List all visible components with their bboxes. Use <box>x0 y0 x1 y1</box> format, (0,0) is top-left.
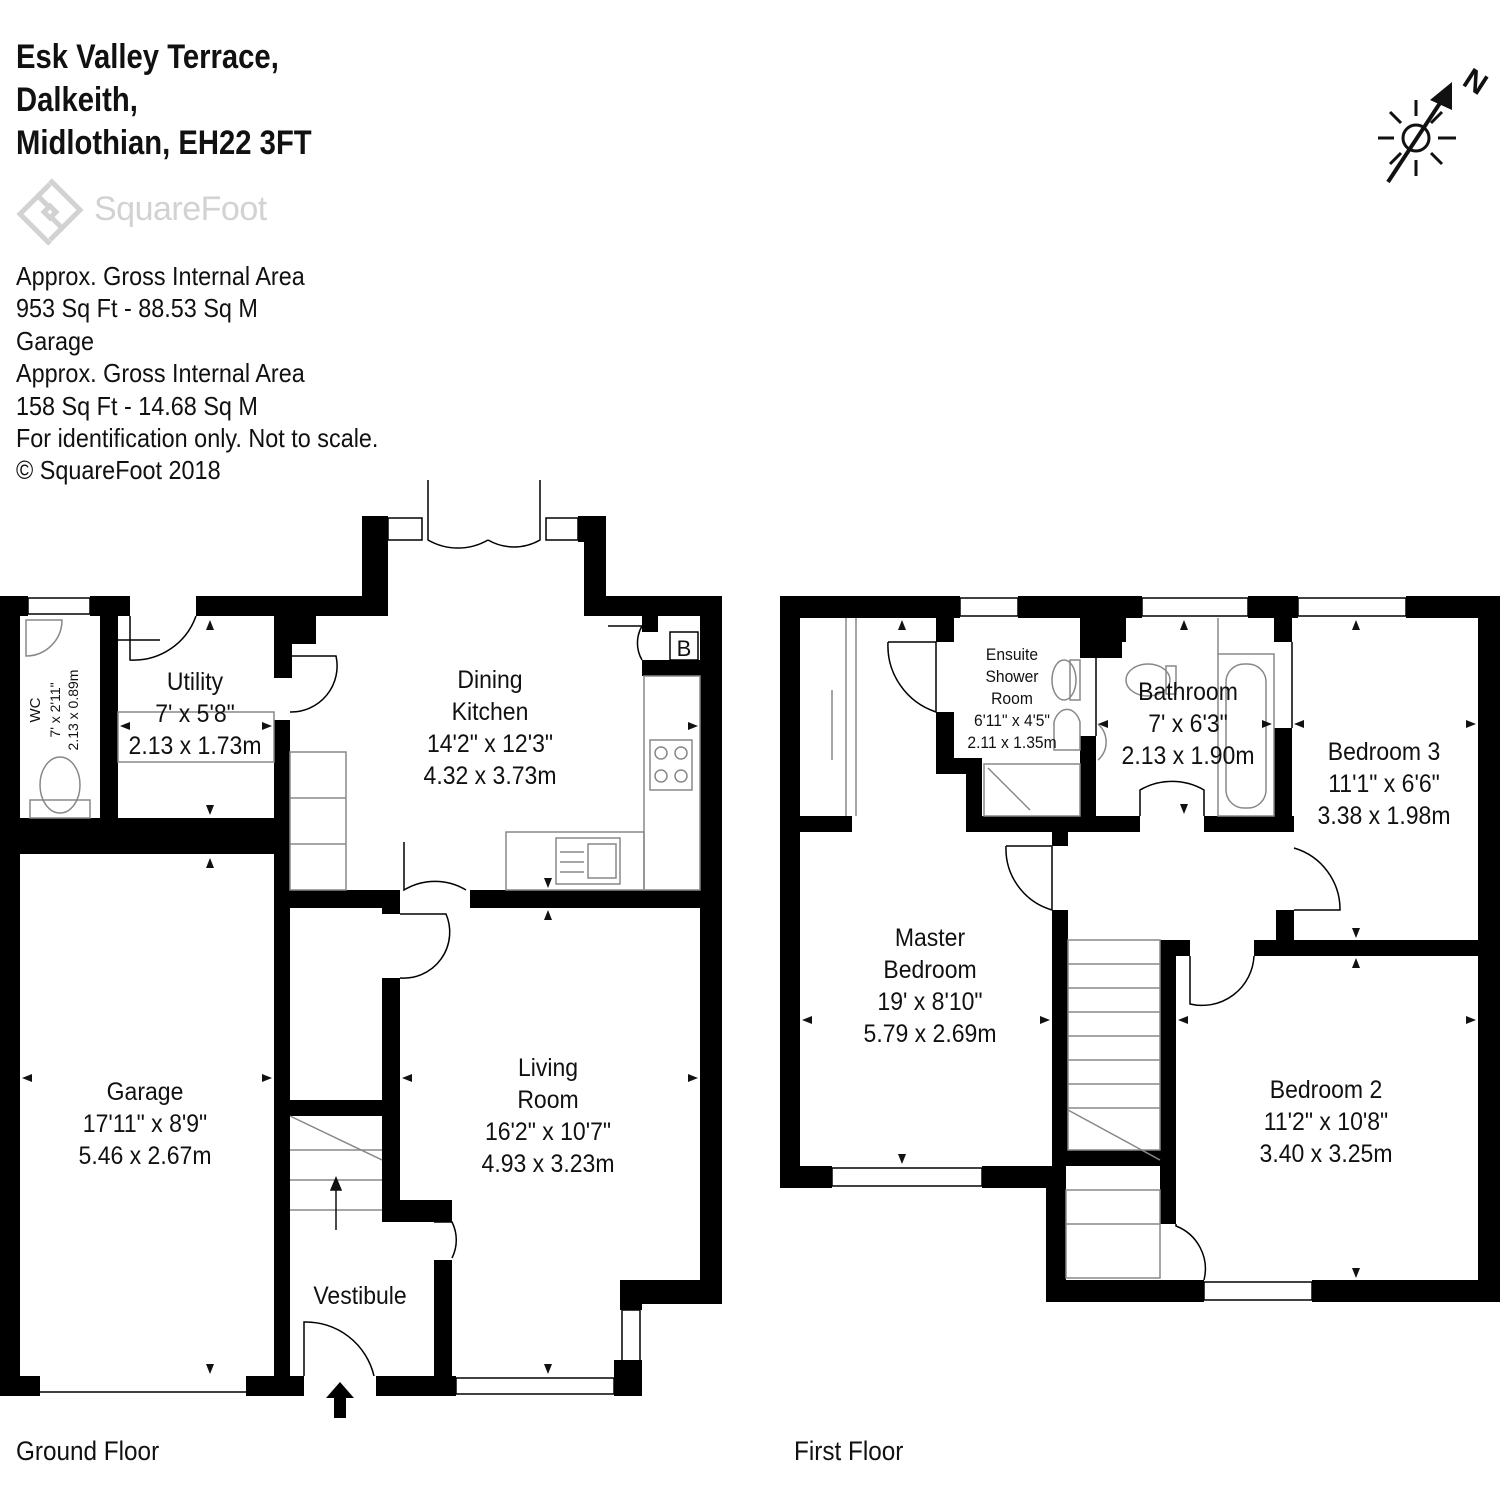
master-imperial: 19' x 8'10" <box>877 988 982 1016</box>
info-line: © SquareFoot 2018 <box>16 455 221 486</box>
bedroom2-metric: 3.40 x 3.25m <box>1260 1140 1393 1168</box>
living-label-2: Room <box>517 1086 578 1114</box>
ensuite-label-1: Ensuite <box>986 645 1038 664</box>
logo-brand-text: SquareFoot <box>94 190 267 228</box>
master-metric: 5.79 x 2.69m <box>864 1020 997 1048</box>
first-floor-fixtures <box>831 618 1275 1279</box>
ground-floor-plan: B Utility 7' x 5'8" 2.13 x 1.73m WC 7' x <box>0 480 722 1418</box>
master-label-2: Bedroom <box>883 956 976 984</box>
garage-imperial: 17'11" x 8'9" <box>83 1110 207 1138</box>
dining-label-1: Dining <box>457 666 522 694</box>
first-floor-label: First Floor <box>794 1436 904 1466</box>
squarefoot-logo: SquareFoot <box>14 176 314 248</box>
vestibule-label: Vestibule <box>313 1282 406 1310</box>
ensuite-imperial: 6'11" x 4'5" <box>974 711 1050 730</box>
wc-imperial: 7' x 2'11" <box>47 682 63 737</box>
info-line: Garage <box>16 325 95 356</box>
address-line-2: Dalkeith, <box>16 81 138 119</box>
first-floor-plan: Ensuite Shower Room 6'11" x 4'5" 2.11 x … <box>780 596 1500 1302</box>
info-line: Approx. Gross Internal Area <box>16 261 305 291</box>
bedroom3-metric: 3.38 x 1.98m <box>1318 802 1451 830</box>
ensuite-label-3: Room <box>991 689 1033 708</box>
compass: N <box>1378 62 1493 184</box>
info-line: 158 Sq Ft - 14.68 Sq M <box>16 390 258 421</box>
living-metric: 4.93 x 3.23m <box>482 1150 615 1178</box>
info-line: Approx. Gross Internal Area <box>16 358 305 389</box>
boiler-box <box>669 631 699 661</box>
dining-metric: 4.32 x 3.73m <box>424 762 557 790</box>
sun-icon <box>1378 100 1456 176</box>
ground-dimension-markers <box>22 620 698 1374</box>
bedroom3-label: Bedroom 3 <box>1328 738 1440 766</box>
first-dimension-markers <box>802 620 1476 1278</box>
ground-floor-label: Ground Floor <box>16 1436 160 1466</box>
living-imperial: 16'2" x 10'7" <box>485 1118 611 1146</box>
bedroom2-label: Bedroom 2 <box>1270 1076 1382 1104</box>
bedroom2-imperial: 11'2" x 10'8" <box>1264 1108 1388 1136</box>
bathroom-label: Bathroom <box>1138 678 1238 706</box>
info-line: For identification only. Not to scale. <box>16 423 379 454</box>
first-floor-windows <box>831 597 1407 1301</box>
wc-metric: 2.13 x 0.89m <box>65 670 81 751</box>
bedroom3-imperial: 11'1" x 6'6" <box>1328 770 1440 798</box>
entrance-arrow-icon <box>326 1382 354 1418</box>
garage-label: Garage <box>107 1078 184 1106</box>
north-label: N <box>1457 62 1493 101</box>
stairs-up-arrow-icon <box>329 1176 343 1230</box>
first-floor-walls <box>780 596 1500 1302</box>
north-arrow-icon <box>1386 82 1452 184</box>
address-line-3: Midlothian, EH22 3FT <box>16 124 312 162</box>
utility-metric: 2.13 x 1.73m <box>129 732 262 760</box>
squarefoot-logo-icon <box>16 178 84 246</box>
area-info: Approx. Gross Internal Area 953 Sq Ft - … <box>16 260 378 487</box>
first-floor-doors <box>887 641 1341 1281</box>
ensuite-metric: 2.11 x 1.35m <box>967 733 1056 752</box>
utility-label: Utility <box>167 668 223 696</box>
living-label-1: Living <box>518 1054 578 1082</box>
dining-imperial: 14'2" x 12'3" <box>427 730 553 758</box>
bathroom-metric: 2.13 x 1.90m <box>1122 742 1255 770</box>
ground-floor-doors <box>118 480 644 1377</box>
address-line-1: Esk Valley Terrace, <box>16 38 279 76</box>
property-address: Esk Valley Terrace, Dalkeith, Midlothian… <box>16 36 360 165</box>
ground-floor-walls <box>0 516 722 1396</box>
utility-imperial: 7' x 5'8" <box>155 700 235 728</box>
master-label-1: Master <box>895 924 965 952</box>
wc-label: WC <box>27 697 44 722</box>
boiler-label: B <box>677 636 692 661</box>
garage-metric: 5.46 x 2.67m <box>79 1142 212 1170</box>
bathroom-imperial: 7' x 6'3" <box>1148 710 1228 738</box>
dining-label-2: Kitchen <box>452 698 529 726</box>
info-line: 953 Sq Ft - 88.53 Sq M <box>16 293 258 324</box>
ground-floor-windows <box>27 517 641 1395</box>
ensuite-label-2: Shower <box>985 667 1039 686</box>
